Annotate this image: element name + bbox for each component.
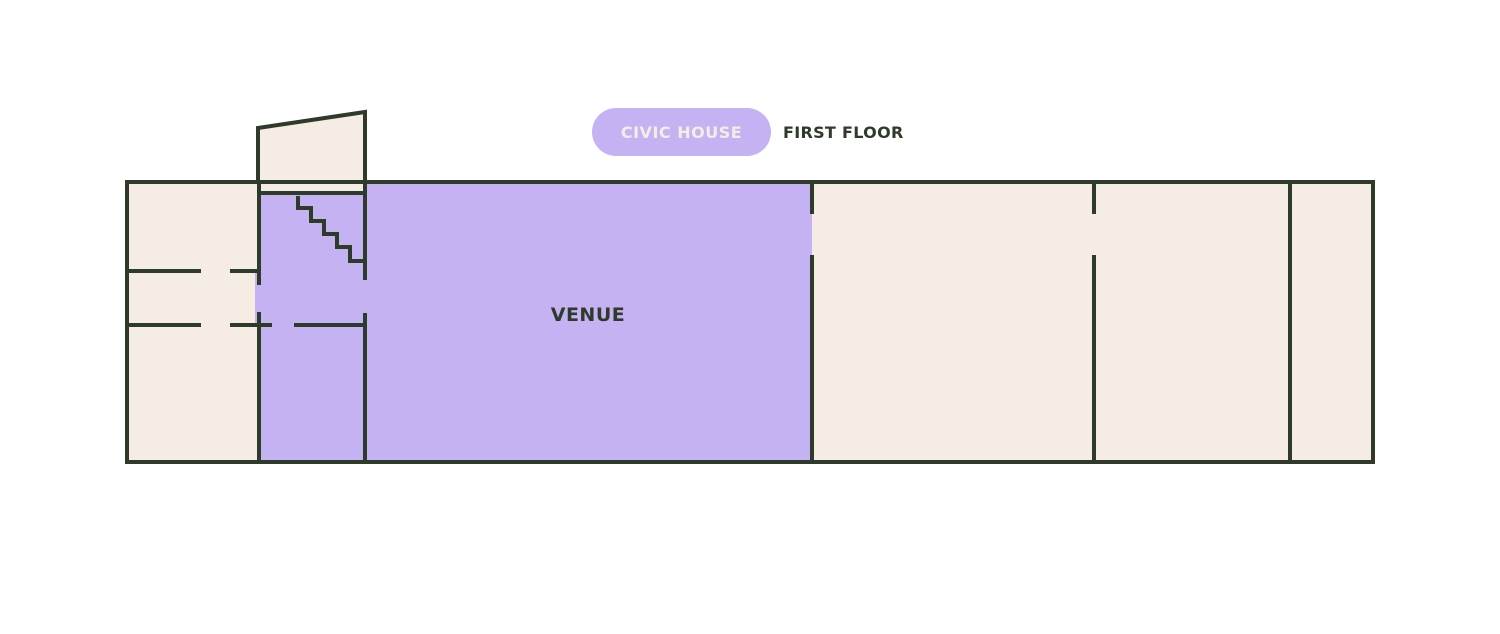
- outer-wall: [125, 180, 1375, 464]
- building-name-pill[interactable]: CIVIC HOUSE: [592, 108, 771, 156]
- stairwell-highlight[interactable]: [259, 193, 366, 462]
- stair-annex[interactable]: [258, 112, 365, 193]
- room-east-1[interactable]: [812, 182, 1094, 462]
- venue-room[interactable]: [365, 182, 812, 462]
- venue-label: VENUE: [551, 304, 626, 326]
- walls: [125, 109, 1375, 464]
- building-name: CIVIC HOUSE: [620, 122, 743, 142]
- room-east-2[interactable]: [1094, 182, 1290, 462]
- annex-wall: [256, 109, 367, 182]
- room-fills: [127, 112, 1373, 462]
- room-left-wing[interactable]: [127, 182, 259, 462]
- floor-label: FIRST FLOOR: [783, 122, 904, 142]
- staircase: [296, 196, 363, 263]
- corridor-highlight: [255, 272, 269, 325]
- floor-header: CIVIC HOUSE FIRST FLOOR: [592, 108, 904, 156]
- room-east-3[interactable]: [1290, 182, 1373, 462]
